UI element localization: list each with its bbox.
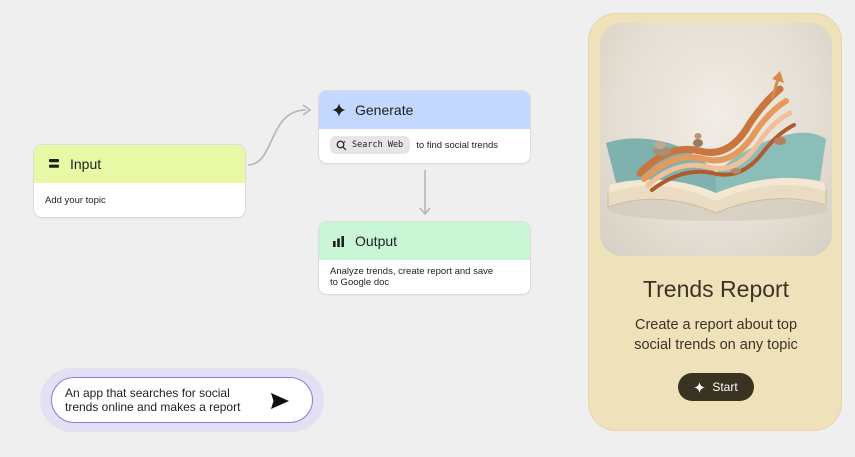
search-web-label: Search Web bbox=[352, 139, 404, 150]
input-node-header: Input bbox=[34, 145, 245, 183]
app-card[interactable]: Trends Report Create a report about top … bbox=[588, 13, 842, 431]
trends-book-illustration bbox=[600, 23, 832, 256]
generate-node[interactable]: Generate Search Web to find social trend… bbox=[319, 91, 530, 163]
start-button[interactable]: Start bbox=[678, 373, 754, 401]
connector-input-generate bbox=[247, 109, 307, 166]
sparkle-icon bbox=[694, 381, 706, 393]
card-subtitle: Create a report about top social trends … bbox=[634, 317, 798, 353]
connector-arrowhead bbox=[302, 104, 312, 116]
generate-node-title: Generate bbox=[355, 102, 414, 118]
send-icon bbox=[271, 393, 289, 409]
output-node-description: Analyze trends, create report and save t… bbox=[319, 260, 530, 288]
output-node-header: Output bbox=[319, 222, 530, 260]
generate-node-description: to find social trends bbox=[416, 139, 499, 151]
connector-arrowhead bbox=[419, 207, 431, 216]
prompt-container: An app that searches for social trends o… bbox=[40, 368, 324, 432]
start-button-label: Start bbox=[712, 380, 738, 394]
input-icon bbox=[45, 155, 63, 173]
generate-node-header: Generate bbox=[319, 91, 530, 129]
card-title: Trends Report bbox=[642, 276, 790, 302]
send-button[interactable] bbox=[270, 391, 290, 411]
sparkle-icon bbox=[330, 101, 348, 119]
web-search-icon bbox=[336, 140, 347, 150]
search-web-chip[interactable]: Search Web bbox=[330, 136, 411, 154]
prompt-text: An app that searches for social trends o… bbox=[65, 386, 255, 414]
output-node-title: Output bbox=[355, 233, 398, 249]
input-node-description: Add your topic bbox=[45, 195, 106, 206]
input-node[interactable]: Input Add your topic bbox=[34, 145, 245, 217]
output-node[interactable]: Output Analyze trends, create report and… bbox=[319, 222, 530, 294]
output-description-line1: Analyze trends, create report and save bbox=[330, 266, 494, 277]
prompt-text-line2: trends online and makes a report bbox=[65, 400, 241, 414]
output-description-line2: to Google doc bbox=[330, 277, 390, 288]
prompt-text-line1: An app that searches for social bbox=[65, 386, 230, 400]
bar-chart-icon bbox=[330, 232, 348, 250]
prompt-input[interactable]: An app that searches for social trends o… bbox=[51, 377, 313, 423]
generate-node-body: Search Web to find social trends bbox=[319, 129, 530, 154]
input-node-title: Input bbox=[70, 156, 102, 172]
